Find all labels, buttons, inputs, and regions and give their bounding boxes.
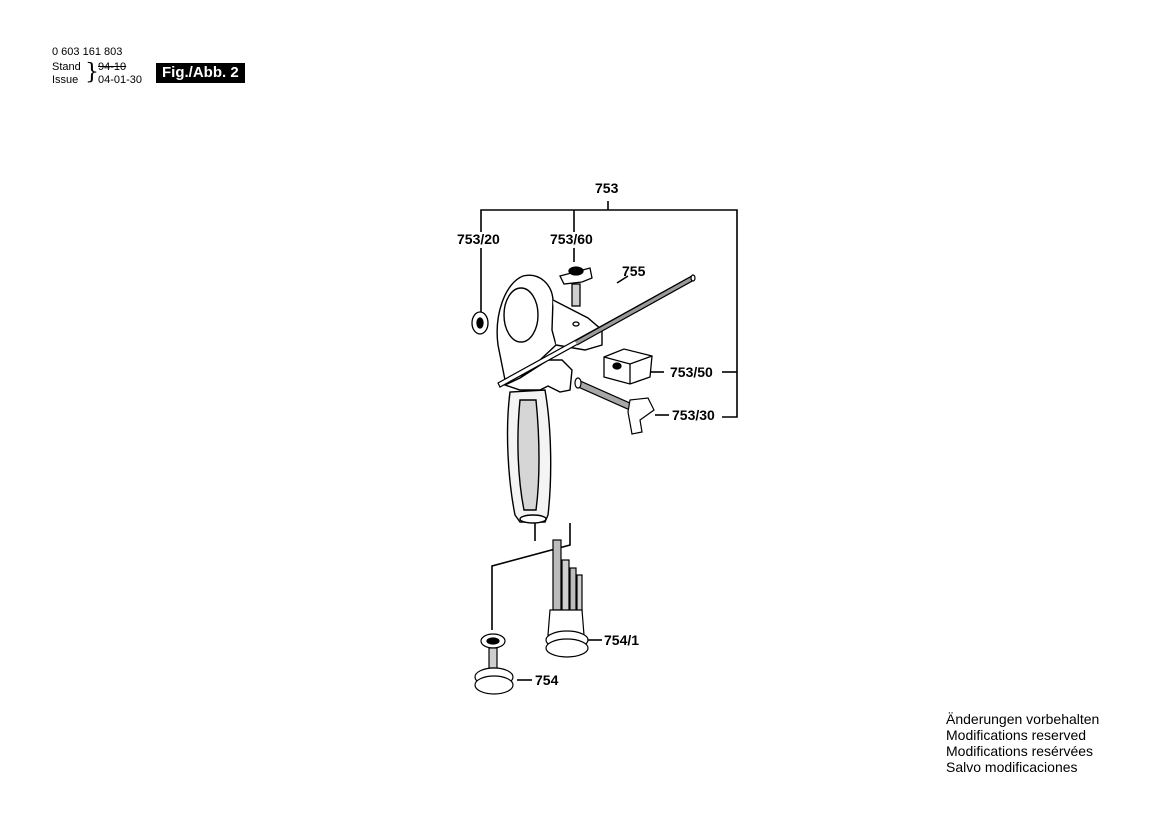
clamp-block: [603, 348, 653, 385]
clamp-bolt: [574, 377, 655, 435]
dust-cap-set: [545, 539, 589, 658]
notice-line-es: Salvo modificaciones: [946, 759, 1078, 775]
dust-cap: [474, 633, 514, 695]
stand-value: 94-10: [98, 61, 127, 73]
brace-icon: }: [85, 60, 99, 85]
callout-753-20: 753/20: [457, 231, 500, 247]
callout-754: 754: [535, 672, 559, 688]
wing-screw: [559, 266, 593, 327]
side-handle: [496, 274, 603, 524]
notice-line-fr: Modifications resérvées: [946, 743, 1094, 759]
callout-755: 755: [622, 263, 646, 279]
callout-753-30: 753/30: [672, 407, 715, 423]
lock-washer: [471, 311, 489, 335]
notice-line-en: Modifications reserved: [946, 727, 1087, 743]
depth-rod: [497, 274, 696, 388]
figure-badge: Fig./Abb. 2: [156, 63, 245, 83]
stand-label: Stand: [52, 61, 81, 73]
callout-753-60: 753/60: [550, 231, 593, 247]
notice-line-de: Änderungen vorbehalten: [946, 711, 1100, 727]
part-number: 0 603 161 803: [52, 46, 123, 58]
leader-lines: [480, 201, 738, 681]
modifications-notice: Änderungen vorbehalten Modifications res…: [946, 711, 1099, 775]
callout-753: 753: [595, 180, 619, 196]
issue-label: Issue: [52, 74, 79, 86]
issue-value: 04-01-30: [98, 74, 143, 86]
callout-754-1: 754/1: [604, 632, 639, 648]
callout-753-50: 753/50: [670, 364, 713, 380]
